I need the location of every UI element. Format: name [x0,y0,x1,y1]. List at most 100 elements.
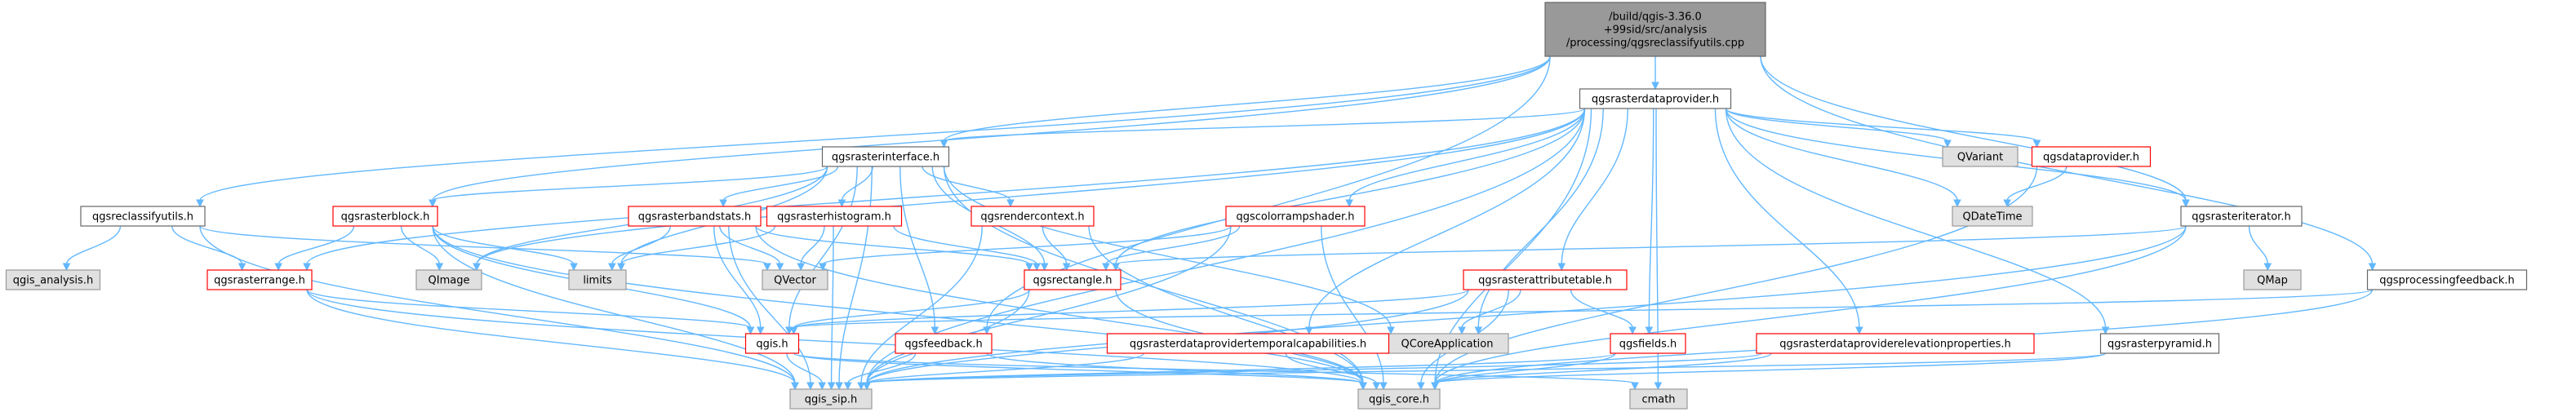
edge-line [1714,108,1860,329]
edge-qgsrasterdataprovider-to-qgsrasterinterface [939,108,1586,148]
edge-line [2248,225,2268,265]
node-root: /build/qgis-3.36.0+99sid/src/analysis/pr… [1544,2,1766,57]
node-box [1385,333,1509,354]
edge-qgsrendercontext-to-qgis_sip [857,225,983,391]
edge-qgsrasterattributetable-to-qgis [789,289,1469,335]
node-qgsrasterinterface[interactable]: qgsrasterinterface.h [821,146,950,167]
edge-line [306,289,796,384]
edge-qgsrasterbandstats-to-qgis_sip [728,225,815,391]
node-qgsrasterdataprovidertemporalcapabilities[interactable]: qgsrasterdataprovidertemporalcapabilitie… [1106,333,1390,354]
node-label: QMap [2257,275,2288,287]
edge-line [866,352,2107,384]
edge-qgsrasterdataprovider-to-qgsdataprovider [1725,108,2041,148]
edge-line [278,225,355,265]
node-qgsrendercontext[interactable]: qgsrendercontext.h [970,206,1095,227]
edge-line [866,352,1144,384]
node-box [744,333,800,354]
node-label: QImage [429,275,470,287]
edge-arrowhead [1379,382,1388,391]
edge-qgsdataprovider-to-QDateTime [2003,166,2067,208]
node-label: qgsrectangle.h [1033,275,1112,287]
node-box [821,146,950,167]
edge-qgsrasterdataprovider-to-QDateTime [1725,108,1961,208]
edge-qgsreclassifyutils-to-qgis_sip [199,225,799,391]
node-qgsrasteriterator[interactable]: qgsrasteriterator.h [2180,206,2303,227]
edge-line [830,225,834,384]
edge-line [793,352,1364,384]
node-label: qgsrasterhistogram.h [777,211,891,224]
node-qgsrasterhistogram[interactable]: qgsrasterhistogram.h [766,206,903,227]
node-box [415,269,482,290]
node-qgis-sip: qgis_sip.h [789,388,873,410]
edge-qgscolorrampshader-to-qgsrectangle [1102,225,1241,272]
edge-arrowhead [857,382,865,391]
edge-line [786,352,823,384]
edge-line [1760,55,2187,202]
edge-qgsrasterrange-to-qgis [306,289,755,335]
node-qgsrasterpyramid[interactable]: qgsrasterpyramid.h [2099,333,2220,354]
edge-qgsrasterrange-to-qgis_sip [306,289,799,391]
node-label: qgsrasterbandstats.h [638,211,752,224]
edge-arrowhead [827,382,836,391]
edge-arrowhead [2263,263,2272,272]
edge-line [1105,225,1241,265]
edge-line [432,225,1364,384]
edge-arrowhead [746,326,755,335]
node-qgsrasterdataproviderelevationproperties[interactable]: qgsrasterdataproviderelevationproperties… [1756,333,2035,354]
node-box [5,269,101,290]
edge-line [611,225,671,265]
node-qgscolorrampshader[interactable]: qgscolorrampshader.h [1225,206,1366,227]
node-qgsrasterbandstats[interactable]: qgsrasterbandstats.h [628,206,762,227]
edge-qgsrasterdataprovider-to-qgscolorrampshader [1345,108,1586,208]
edge-line [1115,225,2187,265]
node-qgsreclassifyutils[interactable]: qgsreclassifyutils.h [80,206,206,227]
edge-qgsrasterdataprovider-to-qgsrasterdataproviderelevationproperties [1714,108,1863,335]
edge-line [719,225,781,265]
node-label: qgsrasterdataprovider.h [1592,94,1719,106]
node-box [207,269,313,290]
edge-line [893,225,1037,265]
edge-qgsreclassifyutils-to-qgis_analysis [62,225,122,272]
node-label: qgsrasteriterator.h [2192,211,2290,224]
node-label: qgis_analysis.h [13,275,93,287]
node-qgsrasterrange[interactable]: qgsrasterrange.h [207,269,313,290]
edge-arrowhead [939,140,948,148]
node-box [1629,388,1688,410]
edge-line [722,166,839,202]
edge-line [1321,225,1384,384]
node-box [1106,333,1390,354]
node-qgsrasterdataprovider[interactable]: qgsrasterdataprovider.h [1579,88,1732,109]
edge-line [800,225,825,265]
edge-arrowhead [797,263,806,272]
edge-qgsrasterbandstats-to-qgsrectangle [755,225,1033,272]
node-qgis[interactable]: qgis.h [744,333,800,354]
node-box [2031,146,2152,167]
node-qgsrasterblock[interactable]: qgsrasterblock.h [332,206,438,227]
edge-arrowhead [473,263,481,272]
edge-arrowhead [1628,326,1637,335]
edge-arrowhead [2368,263,2377,272]
edge-qgsrasterhistogram-to-QVector [797,225,825,272]
edge-arrowhead [930,326,939,335]
node-qgsrasterattributetable[interactable]: qgsrasterattributetable.h [1463,269,1628,290]
node-box [1463,269,1628,290]
node-qvariant: QVariant [1942,146,2019,167]
node-label: qgis.h [756,339,788,351]
node-qgsrectangle[interactable]: qgsrectangle.h [1024,269,1121,290]
edge-arrowhead [785,326,793,335]
node-qgsfields[interactable]: qgsfields.h [1610,333,1686,354]
edge-arrowhead [1372,382,1381,391]
node-label: qgsrasterdataproviderelevationproperties… [1779,339,2011,351]
edge-line [1434,352,1772,384]
edge-arrowhead [238,263,246,272]
node-qgsdataprovider[interactable]: qgsdataprovider.h [2031,146,2152,167]
node-qgsprocessingfeedback[interactable]: qgsprocessingfeedback.h [2366,269,2528,290]
edge-line [1648,108,1654,329]
node-box [970,206,1095,227]
edge-arrowhead [196,199,204,208]
node-qdatetime: QDateTime [1952,206,2033,227]
node-label: /build/qgis-3.36.0 [1609,11,1702,24]
node-qgsfeedback[interactable]: qgsfeedback.h [895,333,993,354]
node-label: qgsfeedback.h [904,339,982,351]
edge-arrowhead [1855,326,1863,335]
